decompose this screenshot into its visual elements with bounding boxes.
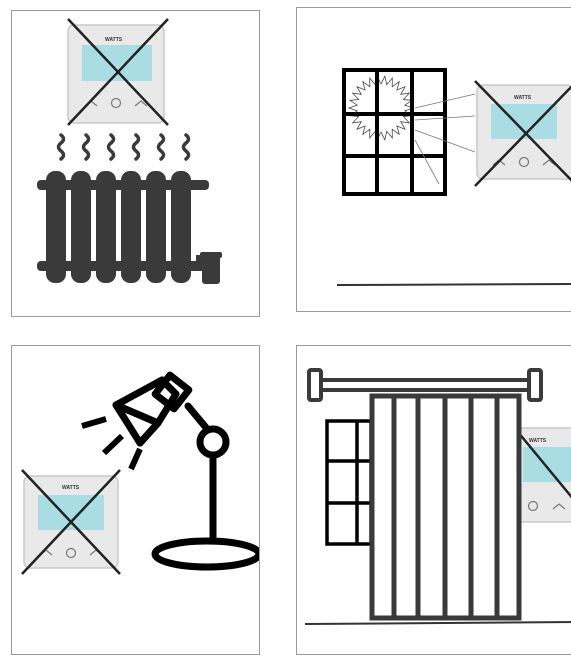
- lamp-icon: [116, 375, 259, 567]
- window-icon: [344, 70, 445, 194]
- floor-line: [337, 284, 571, 285]
- panel-curtain: WATTS: [296, 345, 571, 655]
- window-sun-scene: WATTS: [297, 8, 571, 312]
- lamp-scene: WATTS: [12, 346, 260, 655]
- sun-icon: [349, 76, 413, 140]
- panel-window-sun: WATTS: [296, 7, 571, 312]
- thermostat-brand-label: WATTS: [62, 485, 80, 491]
- curtain-scene: WATTS: [297, 346, 571, 655]
- thermostat-icon: WATTS: [515, 428, 571, 522]
- curtain-icon: [372, 396, 519, 618]
- radiator-icon: [37, 171, 222, 284]
- floor-line: [305, 622, 571, 624]
- panel-lamp: WATTS: [11, 345, 260, 655]
- window-icon: [327, 421, 371, 544]
- heat-waves-icon: [59, 135, 189, 159]
- radiator-scene: WATTS: [12, 11, 260, 317]
- thermostat-brand-label: WATTS: [529, 438, 547, 444]
- thermostat-brand-label: WATTS: [514, 95, 532, 101]
- panel-radiator: WATTS: [11, 10, 260, 317]
- thermostat-brand-label: WATTS: [105, 37, 123, 43]
